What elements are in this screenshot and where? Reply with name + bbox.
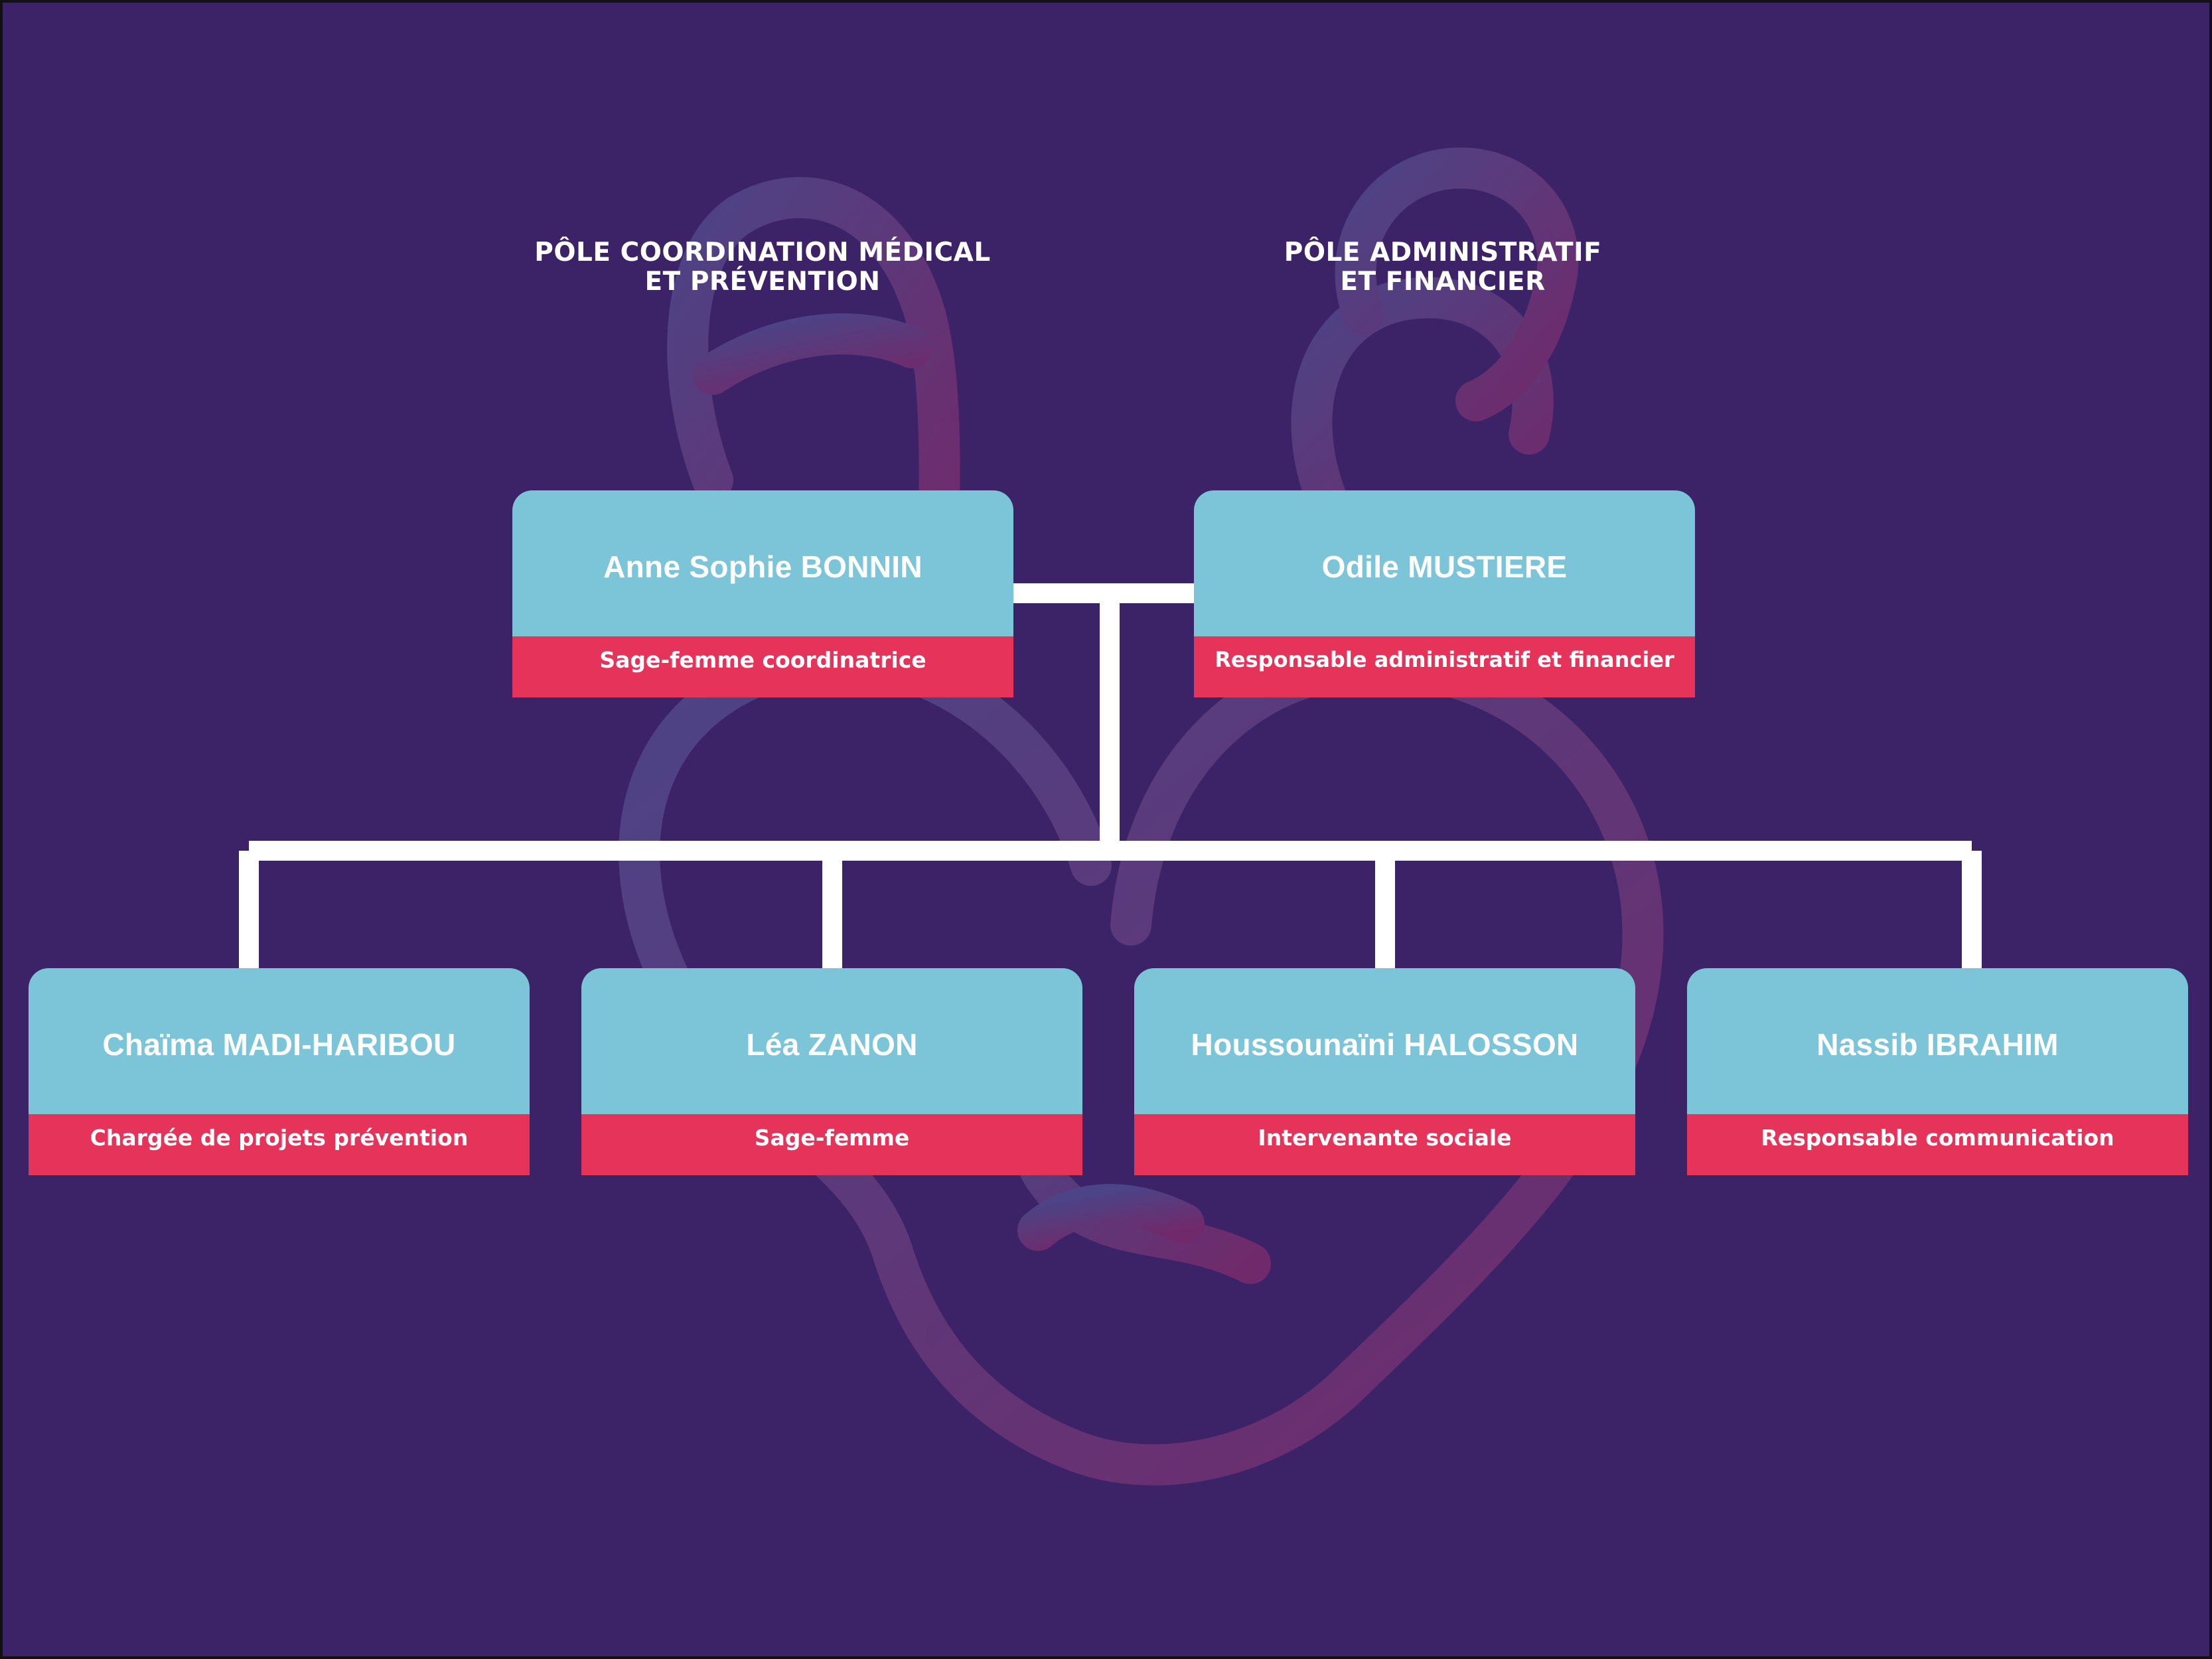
card-role: Chargée de projets prévention	[29, 1114, 530, 1175]
card-role: Responsable communication	[1687, 1114, 2188, 1175]
pole-title-admin: PÔLE ADMINISTRATIF ET FINANCIER	[1197, 238, 1688, 297]
card-role: Intervenante sociale	[1134, 1114, 1635, 1175]
card-name: Chaïma MADI-HARIBOU	[29, 968, 530, 1114]
card-role: Responsable administratif et financier	[1194, 636, 1695, 697]
card-lea-zanon: Léa ZANON Sage-femme	[581, 968, 1082, 1175]
pole-title-line: PÔLE ADMINISTRATIF	[1284, 238, 1602, 267]
card-name: Léa ZANON	[581, 968, 1082, 1114]
pole-title-line: ET PRÉVENTION	[644, 267, 881, 297]
card-role: Sage-femme	[581, 1114, 1082, 1175]
card-houssounaini-halosson: Houssounaïni HALOSSON Intervenante socia…	[1134, 968, 1635, 1175]
card-anne-sophie-bonnin: Anne Sophie BONNIN Sage-femme coordinatr…	[512, 490, 1013, 697]
card-name: Nassib IBRAHIM	[1687, 968, 2188, 1114]
pole-title-medical: PÔLE COORDINATION MÉDICAL ET PRÉVENTION	[487, 238, 1038, 297]
card-name: Odile MUSTIERE	[1194, 490, 1695, 636]
card-role: Sage-femme coordinatrice	[512, 636, 1013, 697]
card-odile-mustiere: Odile MUSTIERE Responsable administratif…	[1194, 490, 1695, 697]
card-name: Anne Sophie BONNIN	[512, 490, 1013, 636]
card-chaima-madi-haribou: Chaïma MADI-HARIBOU Chargée de projets p…	[29, 968, 530, 1175]
card-name: Houssounaïni HALOSSON	[1134, 968, 1635, 1114]
pole-title-line: ET FINANCIER	[1340, 267, 1546, 297]
pole-title-line: PÔLE COORDINATION MÉDICAL	[534, 238, 991, 267]
card-nassib-ibrahim: Nassib IBRAHIM Responsable communication	[1687, 968, 2188, 1175]
connector-lines	[239, 583, 1982, 968]
